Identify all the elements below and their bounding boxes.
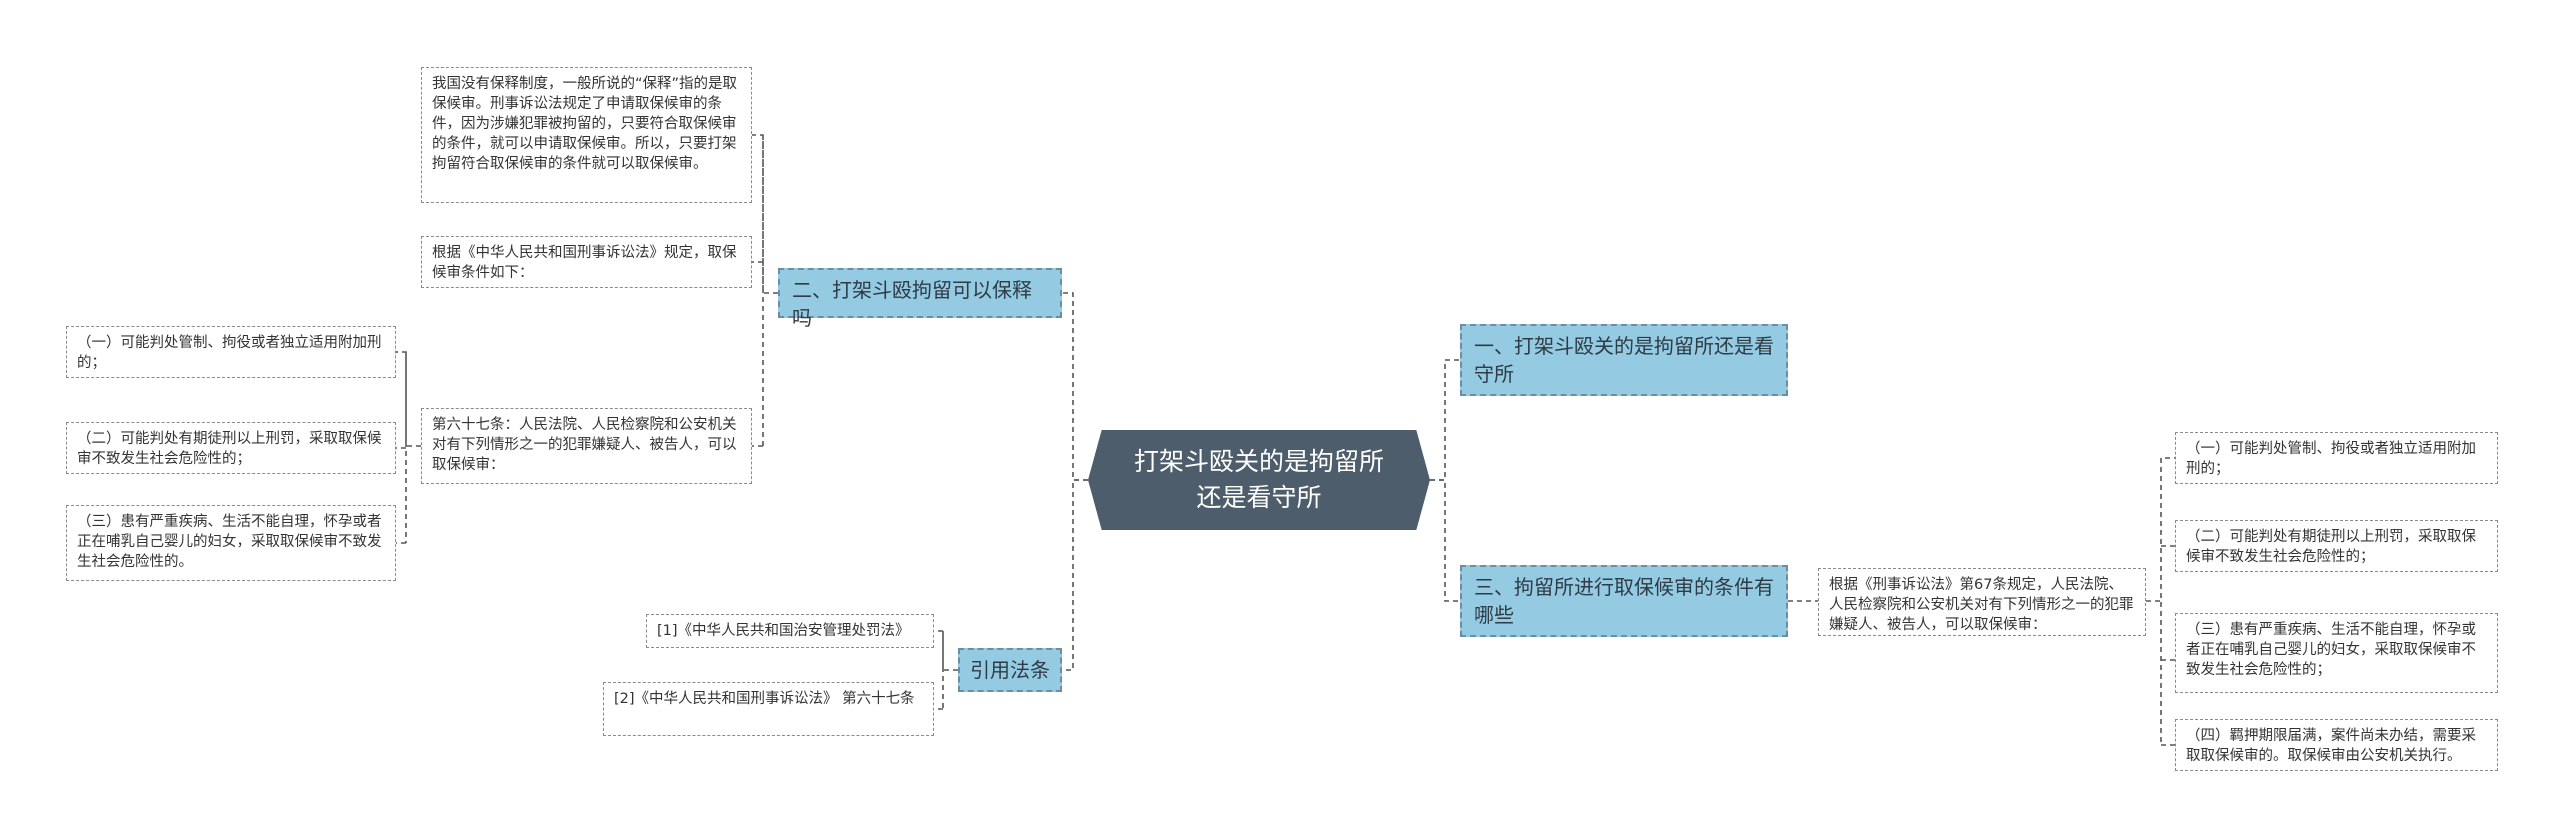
connector-note3-items bbox=[396, 351, 421, 544]
leaf-text: （一）可能判处管制、拘役或者独立适用附加刑的； bbox=[2186, 441, 2476, 477]
left-condition-item-2[interactable]: （二）可能判处有期徒刑以上刑罚，采取取保候审不致发生社会危险性的； bbox=[66, 422, 396, 474]
leaf-text: 根据《中华人民共和国刑事诉讼法》规定，取保候审条件如下： bbox=[432, 245, 737, 281]
leaf-text: [2]《中华人民共和国刑事诉讼法》 第六十七条 bbox=[614, 691, 915, 707]
topic-label: 三、拘留所进行取保候审的条件有哪些 bbox=[1474, 575, 1774, 627]
right-condition-item-3[interactable]: （三）患有严重疾病、生活不能自理，怀孕或者正在哺乳自己婴儿的妇女，采取取保候审不… bbox=[2175, 613, 2498, 693]
connector-center-topic1 bbox=[1430, 359, 1460, 481]
leaf-text: （四）羁押期限届满，案件尚未办结，需要采取取保候审的。取保候审由公安机关执行。 bbox=[2186, 728, 2476, 764]
right-condition-item-2[interactable]: （二）可能判处有期徒刑以上刑罚，采取取保候审不致发生社会危险性的； bbox=[2175, 520, 2498, 572]
legal-basis-note[interactable]: 根据《刑事诉讼法》第67条规定，人民法院、人民检察院和公安机关对有下列情形之一的… bbox=[1818, 568, 2146, 636]
topic-jail-or-detention-center[interactable]: 一、打架斗殴关的是拘留所还是看守所 bbox=[1460, 324, 1788, 396]
connector-topic2-notes bbox=[752, 134, 778, 447]
leaf-text: 根据《刑事诉讼法》第67条规定，人民法院、人民检察院和公安机关对有下列情形之一的… bbox=[1829, 577, 2134, 633]
leaf-text: （三）患有严重疾病、生活不能自理，怀孕或者正在哺乳自己婴儿的妇女，采取取保候审不… bbox=[2186, 622, 2476, 678]
leaf-text: [1]《中华人民共和国治安管理处罚法》 bbox=[657, 623, 910, 639]
topic-bail-conditions[interactable]: 三、拘留所进行取保候审的条件有哪些 bbox=[1460, 565, 1788, 637]
right-condition-item-4[interactable]: （四）羁押期限届满，案件尚未办结，需要采取取保候审的。取保候审由公安机关执行。 bbox=[2175, 719, 2498, 771]
connector-center-topic4 bbox=[1062, 479, 1088, 671]
leaf-text: （三）患有严重疾病、生活不能自理，怀孕或者正在哺乳自己婴儿的妇女，采取取保候审不… bbox=[77, 514, 382, 570]
connector-topic4-refs bbox=[934, 630, 958, 710]
leaf-text: 我国没有保释制度，一般所说的“保释”指的是取保候审。刑事诉讼法规定了申请取保候审… bbox=[432, 76, 738, 172]
topic-cited-laws[interactable]: 引用法条 bbox=[958, 648, 1062, 692]
leaf-text: （二）可能判处有期徒刑以上刑罚，采取取保候审不致发生社会危险性的； bbox=[77, 431, 382, 467]
connector-basis-items bbox=[2146, 457, 2175, 746]
topic-label: 二、打架斗殴拘留可以保释吗 bbox=[792, 278, 1032, 330]
left-condition-item-3[interactable]: （三）患有严重疾病、生活不能自理，怀孕或者正在哺乳自己婴儿的妇女，采取取保候审不… bbox=[66, 505, 396, 581]
topic-label: 一、打架斗殴关的是拘留所还是看守所 bbox=[1474, 334, 1774, 386]
article-67-note[interactable]: 第六十七条：人民法院、人民检察院和公安机关对有下列情形之一的犯罪嫌疑人、被告人，… bbox=[421, 408, 752, 484]
reference-item-1[interactable]: [1]《中华人民共和国治安管理处罚法》 bbox=[646, 614, 934, 648]
left-condition-item-1[interactable]: （一）可能判处管制、拘役或者独立适用附加刑的； bbox=[66, 326, 396, 378]
connector-center-topic2 bbox=[1062, 292, 1088, 481]
central-topic[interactable]: 打架斗殴关的是拘留所还是看守所 bbox=[1088, 430, 1430, 530]
central-topic-title: 打架斗殴关的是拘留所还是看守所 bbox=[1133, 447, 1384, 512]
no-bail-system-note[interactable]: 我国没有保释制度，一般所说的“保释”指的是取保候审。刑事诉讼法规定了申请取保候审… bbox=[421, 67, 752, 203]
bail-conditions-intro-note[interactable]: 根据《中华人民共和国刑事诉讼法》规定，取保候审条件如下： bbox=[421, 236, 752, 288]
right-condition-item-1[interactable]: （一）可能判处管制、拘役或者独立适用附加刑的； bbox=[2175, 432, 2498, 484]
leaf-text: （一）可能判处管制、拘役或者独立适用附加刑的； bbox=[77, 335, 382, 371]
reference-item-2[interactable]: [2]《中华人民共和国刑事诉讼法》 第六十七条 bbox=[603, 682, 934, 736]
topic-bail-possible[interactable]: 二、打架斗殴拘留可以保释吗 bbox=[778, 268, 1062, 330]
topic-label: 引用法条 bbox=[970, 658, 1050, 682]
connector-center-topic3 bbox=[1430, 479, 1460, 602]
leaf-text: （二）可能判处有期徒刑以上刑罚，采取取保候审不致发生社会危险性的； bbox=[2186, 529, 2476, 565]
leaf-text: 第六十七条：人民法院、人民检察院和公安机关对有下列情形之一的犯罪嫌疑人、被告人，… bbox=[432, 417, 737, 473]
